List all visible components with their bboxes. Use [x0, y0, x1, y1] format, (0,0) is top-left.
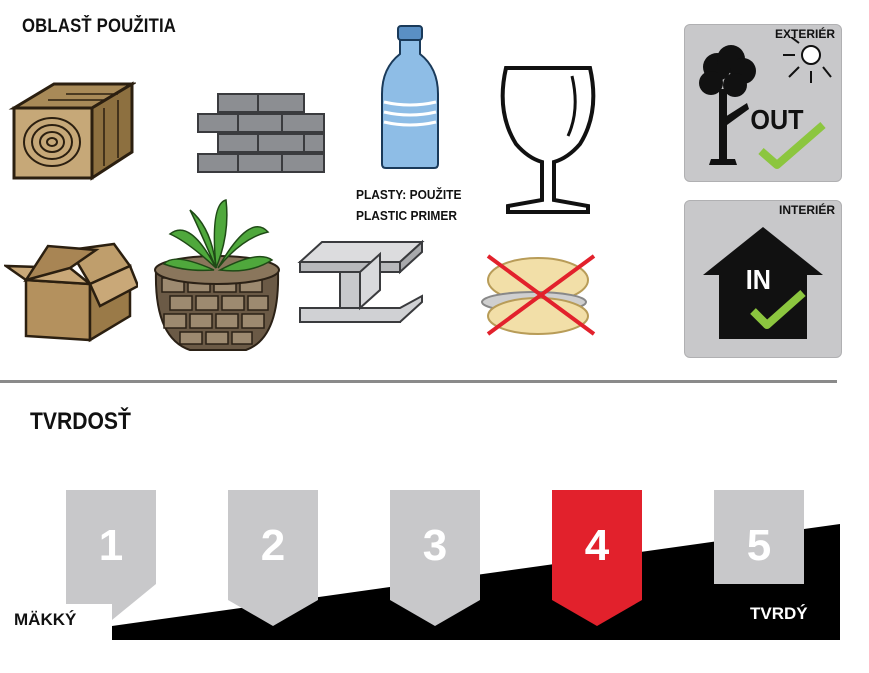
- plastic-primer-note: PLASTY: POUŽITE PLASTIC PRIMER: [356, 184, 461, 226]
- house-icon: IN: [703, 227, 823, 339]
- steel-beam-icon: [297, 239, 425, 323]
- hardness-tag-label: 3: [423, 521, 447, 570]
- hardness-tag-3: [390, 490, 480, 626]
- plant-basket-icon: [154, 199, 280, 351]
- hardness-tag-label: 1: [99, 521, 123, 570]
- out-word: OUT: [750, 104, 803, 136]
- interior-label: INTERIÉR: [778, 203, 835, 217]
- plastic-note-line1: PLASTY: POUŽITE: [356, 187, 462, 202]
- hardness-title: TVRDOSŤ: [30, 408, 131, 435]
- plastic-note-line2: PLASTIC PRIMER: [356, 208, 458, 223]
- brick-wall-icon: [197, 93, 325, 173]
- usage-title: OBLASŤ POUŽITIA: [22, 16, 177, 37]
- exterior-badge: EXTERIÉR OUT: [684, 24, 842, 182]
- tree-sun-icon: OUT: [699, 37, 832, 169]
- wood-block-icon: [8, 81, 136, 181]
- hardness-tag-1: [66, 490, 156, 620]
- interior-badge: INTERIÉR IN: [684, 200, 842, 358]
- hardness-tag-label: 4: [585, 521, 610, 570]
- hardness-tag-label: 2: [261, 521, 285, 570]
- hard-label: TVRDÝ: [750, 604, 808, 623]
- hardness-tag-2: [228, 490, 318, 626]
- hardness-scale: 1 2 3 4 5: [66, 490, 840, 640]
- food-not-allowed-icon: [481, 254, 596, 336]
- section-divider: [0, 380, 837, 383]
- cardboard-box-icon: [4, 242, 138, 343]
- hardness-tag-5: [714, 490, 804, 584]
- hardness-tag-4: [552, 490, 642, 626]
- exterior-label: EXTERIÉR: [774, 27, 835, 41]
- plastic-bottle-icon: [381, 25, 439, 169]
- hardness-tag-label: 5: [747, 521, 771, 570]
- glass-icon: [500, 66, 596, 214]
- in-word: IN: [746, 264, 771, 296]
- soft-label: MÄKKÝ: [14, 610, 77, 629]
